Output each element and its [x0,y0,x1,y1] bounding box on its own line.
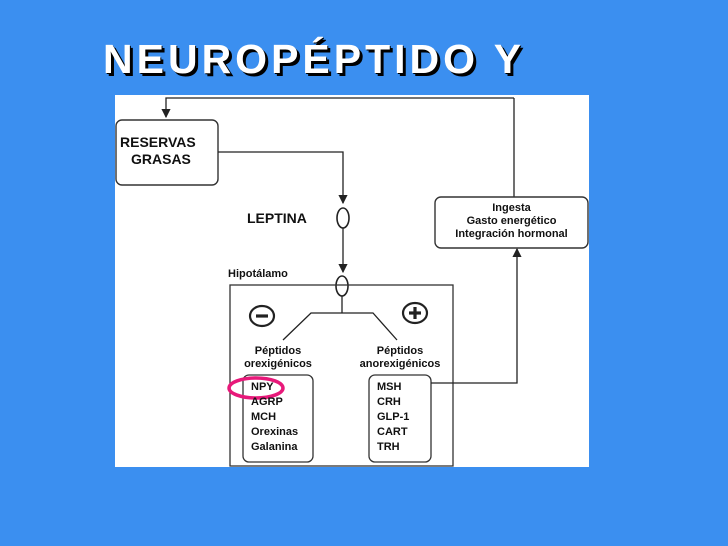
anorexigenic-label-line2: anorexigénicos [359,358,441,370]
orexigenic-item: MCH [251,411,277,423]
anorexigenic-item: GLP-1 [377,411,410,423]
branch-lines [282,312,398,341]
orexigenic-label-line1: Péptidos [254,345,302,357]
anorexigenic-list-box [368,374,432,463]
leptin-receptor-top [336,207,350,229]
ingesta-label-line1: Ingesta [492,202,531,214]
leptin-receptor-hypothalamus [335,275,349,297]
reservas-label-line1: RESERVAS [120,134,196,150]
anorexigenic-to-ingesta-arrow [431,247,522,384]
orexigenic-item: Galanina [251,441,298,453]
hypothalamus-box [229,284,454,467]
orexigenic-item: NPY [251,381,274,393]
anorexigenic-item: MSH [377,381,402,393]
npy-highlight [227,376,285,400]
ingesta-label-line3: Integración hormonal [455,228,568,240]
anorexigenic-label-line1: Péptidos [376,345,424,357]
orexigenic-item: AGRP [251,396,283,408]
orexigenic-item: Orexinas [251,426,299,438]
reservas-label-line2: GRASAS [131,151,191,167]
hipotalamo-label: Hipotálamo [228,268,288,280]
feedback-arrow-top [161,97,514,119]
reservas-to-leptina-arrow [218,151,348,205]
slide-title: NEUROPÉPTIDO Y [103,36,526,82]
orexigenic-label-line2: orexigénicos [244,358,312,370]
anorexigenic-item: CART [377,426,408,438]
diagram-panel: RESERVAS GRASAS LEPTINA Ingesta Gasto en… [115,95,589,467]
ingesta-label-line2: Gasto energético [466,215,557,227]
leptina-label: LEPTINA [247,210,307,226]
anorexigenic-item: TRH [377,441,400,453]
ingesta-box [434,196,589,249]
diagram-lines [115,97,589,467]
anorexigenic-item: CRH [377,396,401,408]
